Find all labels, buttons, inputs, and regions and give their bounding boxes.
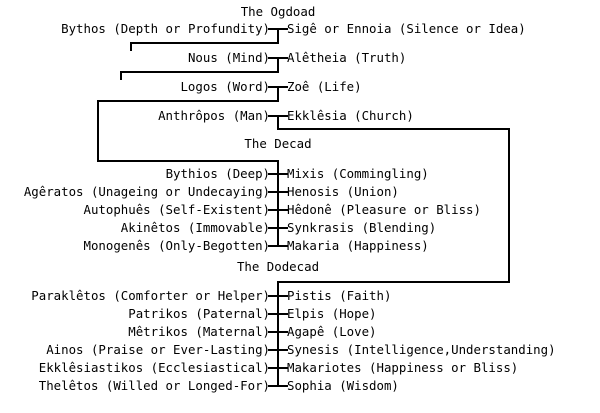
pair-connector-dodecad-0: [268, 295, 288, 297]
decad-spine: [277, 160, 279, 246]
pair-connector-decad-4: [268, 245, 288, 247]
pair-connector-dodecad-5: [268, 385, 288, 387]
pair-connector-dodecad-3: [268, 349, 288, 351]
descent-riser-ogdoad-2: [97, 100, 99, 109]
aeon-right-decad-2: Hêdonê (Pleasure or Bliss): [287, 202, 481, 217]
dodecad-feed-stem: [277, 115, 279, 130]
aeon-left-dodecad-1: Patrikos (Paternal): [128, 306, 270, 321]
section-heading-decad: The Decad: [244, 136, 312, 151]
aeon-right-decad-3: Synkrasis (Blending): [287, 220, 437, 235]
dodecad-feed-bottom-bar: [277, 281, 510, 283]
aeon-right-dodecad-3: Synesis (Intelligence,Understanding): [287, 342, 556, 357]
aeon-right-decad-1: Henosis (Union): [287, 184, 399, 199]
aeon-right-dodecad-2: Agapê (Love): [287, 324, 377, 339]
section-heading-ogdoad: The Ogdoad: [240, 4, 316, 19]
aeon-right-decad-4: Makaria (Happiness): [287, 238, 429, 253]
dodecad-feed-right-drop: [508, 128, 510, 283]
pair-connector-decad-2: [268, 209, 288, 211]
pair-connector-dodecad-2: [268, 331, 288, 333]
descent-bar-ogdoad-0: [130, 42, 279, 44]
descent-stem-ogdoad-0: [277, 28, 279, 43]
aeon-right-ogdoad-0: Sigê or Ennoia (Silence or Idea): [287, 21, 526, 36]
dodecad-spine: [277, 281, 279, 386]
aeon-right-dodecad-1: Elpis (Hope): [287, 306, 377, 321]
aeon-right-decad-0: Mixis (Commingling): [287, 166, 429, 181]
aeon-left-dodecad-0: Paraklêtos (Comforter or Helper): [31, 288, 270, 303]
aeon-right-ogdoad-3: Ekklêsia (Church): [287, 108, 414, 123]
descent-stem-ogdoad-1: [277, 57, 279, 72]
aeon-left-decad-3: Akinêtos (Immovable): [120, 220, 270, 235]
aeon-left-ogdoad-3: Anthrôpos (Man): [158, 108, 270, 123]
pair-connector-dodecad-4: [268, 367, 288, 369]
descent-bar-ogdoad-2: [97, 100, 279, 102]
aeon-left-dodecad-3: Ainos (Praise or Ever-Lasting): [46, 342, 270, 357]
dodecad-feed-top-bar: [277, 128, 510, 130]
aeon-left-ogdoad-1: Nous (Mind): [187, 50, 270, 65]
aeon-left-ogdoad-0: Bythos (Depth or Profundity): [61, 21, 270, 36]
aeon-left-dodecad-2: Mêtrikos (Maternal): [128, 324, 270, 339]
decad-feed-bottom-bar: [97, 160, 279, 162]
aeon-left-decad-1: Agêratos (Unageing or Undecaying): [23, 184, 270, 199]
aeon-right-ogdoad-2: Zoê (Life): [287, 79, 362, 94]
aeon-left-dodecad-5: Thelêtos (Willed or Longed-For): [38, 378, 270, 393]
descent-riser-ogdoad-1: [120, 71, 122, 80]
pair-connector-dodecad-1: [268, 313, 288, 315]
aeon-left-decad-2: Autophuês (Self-Existent): [83, 202, 271, 217]
pair-connector-decad-3: [268, 227, 288, 229]
aeon-right-ogdoad-1: Alêtheia (Truth): [287, 50, 407, 65]
aeon-right-dodecad-0: Pistis (Faith): [287, 288, 392, 303]
aeon-left-decad-4: Monogenês (Only-Begotten): [83, 238, 271, 253]
descent-bar-ogdoad-1: [120, 71, 279, 73]
pair-connector-decad-0: [268, 173, 288, 175]
descent-riser-ogdoad-0: [130, 42, 132, 51]
aeon-left-dodecad-4: Ekklêsiastikos (Ecclesiastical): [38, 360, 270, 375]
aeon-left-decad-0: Bythios (Deep): [165, 166, 270, 181]
section-heading-dodecad: The Dodecad: [236, 259, 320, 274]
aeon-right-dodecad-4: Makariotes (Happiness or Bliss): [287, 360, 519, 375]
descent-stem-ogdoad-2: [277, 86, 279, 101]
decad-feed-left-drop: [97, 107, 99, 162]
aeon-right-dodecad-5: Sophia (Wisdom): [287, 378, 399, 393]
pair-connector-decad-1: [268, 191, 288, 193]
aeon-left-ogdoad-2: Logos (Word): [180, 79, 270, 94]
